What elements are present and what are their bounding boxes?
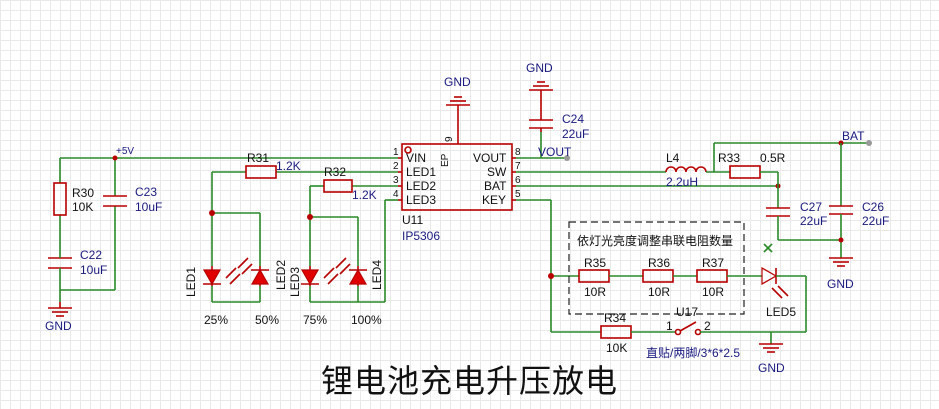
- c23-value: 10uF: [135, 200, 162, 214]
- pin8-num: 8: [515, 147, 521, 158]
- resistor-r35: [578, 269, 610, 283]
- c24-ref: C24: [562, 112, 584, 126]
- r33-value: 0.5R: [760, 151, 786, 165]
- net-label-bat: BAT: [842, 129, 865, 143]
- switch-u17: [674, 321, 702, 336]
- resistor-r37: [696, 269, 728, 283]
- c26-value: 22uF: [862, 214, 889, 228]
- series-resistor-note: 依灯光亮度调整串联电阻数量: [577, 233, 733, 248]
- led2-diode: [237, 257, 270, 286]
- c22-value: 10uF: [80, 263, 107, 277]
- schematic-title: 锂电池充电升压放电: [320, 362, 618, 400]
- led3-ref: LED3: [288, 267, 302, 297]
- r34-ref: R34: [604, 311, 626, 325]
- ep-label: EP: [440, 153, 451, 167]
- r35-ref: R35: [584, 256, 606, 270]
- pin5-name: KEY: [482, 193, 506, 207]
- c22-ref: C22: [80, 248, 102, 262]
- pin7-num: 7: [515, 161, 521, 172]
- c24-value: 22uF: [562, 127, 589, 141]
- pin3-num: 3: [393, 175, 399, 186]
- led-indicator-section: R31 1.2K R32 1.2K: [184, 151, 398, 327]
- led3-percent: 75%: [303, 313, 327, 327]
- input-section: +5V R30 10K C23 10uF C22 10uF GND: [45, 146, 398, 333]
- resistor-r36: [642, 269, 674, 283]
- resistor-r33: [729, 165, 761, 179]
- u17-pin1: 1: [666, 319, 673, 333]
- power-path: [516, 140, 872, 267]
- vout-section: [516, 81, 570, 161]
- l4-ref: L4: [666, 151, 680, 165]
- r34-value: 10K: [606, 341, 627, 355]
- ic-value: IP5306: [402, 229, 440, 243]
- pin2-name: LED1: [406, 165, 436, 179]
- r31-value: 1.2K: [276, 159, 301, 173]
- led1-percent: 25%: [204, 313, 228, 327]
- note-box: [568, 221, 745, 315]
- gnd-label-c24: GND: [526, 61, 553, 75]
- key-section: [516, 199, 807, 353]
- r30-value: 10K: [72, 200, 93, 214]
- pin9-num: 9: [444, 136, 455, 142]
- gnd-label-key: GND: [758, 361, 785, 375]
- led2-ref: LED2: [274, 260, 288, 290]
- u17-ref: U17: [676, 305, 698, 319]
- ground-symbol-input: [48, 302, 72, 317]
- resistor-r31: [245, 165, 277, 179]
- pin2-num: 2: [393, 161, 399, 172]
- pin4-num: 4: [393, 189, 399, 200]
- r30-ref: R30: [72, 186, 94, 200]
- pin3-name: LED2: [406, 179, 436, 193]
- gnd-label-ic: GND: [444, 75, 471, 89]
- pin1-name: VIN: [406, 151, 426, 165]
- u17-description: 直贴/两脚/3*6*2.5: [646, 345, 740, 360]
- r31-ref: R31: [247, 151, 269, 165]
- r37-value: 10R: [702, 285, 724, 299]
- capacitor-c22: [48, 252, 72, 275]
- r37-ref: R37: [702, 256, 724, 270]
- c27-ref: C27: [800, 200, 822, 214]
- pin1-num: 1: [393, 147, 399, 158]
- gnd-label-input: GND: [45, 319, 72, 333]
- resistor-r30: [53, 182, 67, 216]
- led1-ref: LED1: [184, 267, 198, 297]
- led3-diode: [300, 266, 339, 286]
- led5-ref: LED5: [766, 305, 796, 319]
- resistor-r32: [323, 179, 353, 193]
- capacitor-c23: [103, 195, 127, 207]
- pin4-name: LED3: [406, 193, 436, 207]
- r35-value: 10R: [584, 285, 606, 299]
- inductor-l4: [665, 166, 707, 173]
- r33-ref: R33: [718, 151, 740, 165]
- led5-diode: [761, 266, 789, 299]
- led2-percent: 50%: [255, 313, 279, 327]
- pin6-num: 6: [515, 175, 521, 186]
- led4-diode: [335, 257, 368, 286]
- c27-value: 22uF: [800, 214, 827, 228]
- led4-ref: LED4: [370, 260, 384, 290]
- r36-ref: R36: [648, 256, 670, 270]
- ic-ref: U11: [402, 213, 423, 227]
- gnd-label-bat: GND: [827, 277, 854, 291]
- pin8-name: VOUT: [473, 151, 507, 165]
- r32-ref: R32: [324, 165, 346, 179]
- r36-value: 10R: [648, 285, 670, 299]
- led1-diode: [202, 266, 241, 286]
- pin6-name: BAT: [484, 179, 507, 193]
- c23-ref: C23: [135, 185, 157, 199]
- u17-pin2: 2: [704, 319, 711, 333]
- net-label-5v: +5V: [116, 146, 134, 157]
- r32-value: 1.2K: [352, 188, 377, 202]
- net-label-vout: VOUT: [538, 145, 572, 159]
- pin5-num: 5: [515, 189, 521, 200]
- resistor-r34: [600, 325, 632, 339]
- ground-symbol-ic: [446, 96, 470, 106]
- c26-ref: C26: [862, 200, 884, 214]
- led4-percent: 100%: [351, 313, 382, 327]
- pin7-name: SW: [487, 165, 507, 179]
- l4-value: 2.2uH: [666, 175, 698, 189]
- ic-u11: 1 2 3 4 VIN LED1 LED2 LED3 VOUT SW BAT K…: [393, 105, 521, 243]
